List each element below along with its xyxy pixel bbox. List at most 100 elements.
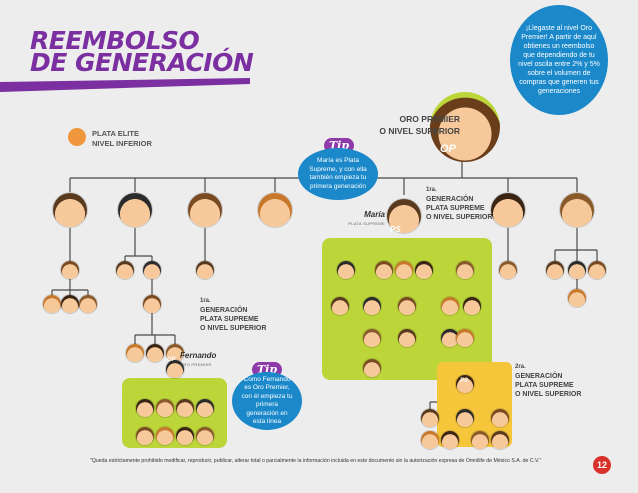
- member-avatar: [196, 399, 214, 417]
- member-avatar: [375, 261, 393, 279]
- generation-label-second: 2ra. GENERACIÓN PLATA SUPREME O NIVEL SU…: [515, 363, 581, 399]
- gen-c-line-4: O NIVEL SUPERIOR: [515, 391, 582, 398]
- member-avatar: [398, 297, 416, 315]
- member-avatar: [421, 431, 439, 449]
- footer-disclaimer: "Queda estrictamente prohibido modificar…: [90, 458, 542, 464]
- tip-1-bubble: María es Plata Supreme, y con ella tambi…: [298, 148, 378, 200]
- maria-name: María PLATA SUPREME: [330, 210, 385, 228]
- member-avatar: [116, 261, 134, 279]
- top-node-label-2: O NIVEL SUPERIOR: [379, 126, 460, 136]
- member-avatar: [143, 295, 161, 313]
- title-underline-stripe: [0, 78, 250, 92]
- gen-c-ordinal: 2ra.: [515, 364, 526, 370]
- member-avatar: [471, 431, 489, 449]
- member-avatar: [363, 297, 381, 315]
- member-avatar: [499, 261, 517, 279]
- member-avatar: [456, 261, 474, 279]
- member-avatar: [143, 261, 161, 279]
- member-avatar: [441, 329, 459, 347]
- member-avatar: [118, 193, 152, 227]
- member-avatar: [456, 329, 474, 347]
- fernando-level: ORO PREMIER: [180, 362, 212, 367]
- member-avatar: [491, 409, 509, 427]
- member-avatar: [53, 193, 87, 227]
- page-title: REEMBOLSO DE GENERACIÓN: [30, 26, 254, 77]
- member-avatar: [258, 193, 292, 227]
- gen-b-line-2: GENERACIÓN: [200, 307, 248, 314]
- member-avatar: [363, 359, 381, 377]
- member-avatar: [176, 399, 194, 417]
- gen-c-line-3: PLATA SUPREME: [515, 382, 574, 389]
- gen-a-line-3: PLATA SUPREME: [426, 205, 485, 212]
- gen-b-ordinal: 1ra.: [200, 298, 211, 304]
- fernando-badge: OP: [167, 357, 176, 363]
- top-node-avatar: [430, 92, 500, 162]
- member-avatar: [415, 261, 433, 279]
- yellow-group-badge: PS: [460, 378, 469, 384]
- member-avatar: [387, 199, 421, 233]
- member-avatar: [441, 297, 459, 315]
- top-node-badge: OP: [440, 143, 456, 155]
- title-line-1: REEMBOLSO: [30, 26, 200, 55]
- generation-label-fernando: 1ra. GENERACIÓN PLATA SUPREME O NIVEL SU…: [200, 297, 266, 333]
- member-avatar: [146, 344, 164, 362]
- member-avatar: [196, 427, 214, 445]
- top-bubble-text: ¡Llegaste al nivel Oro Premier! A partir…: [518, 25, 600, 95]
- member-avatar: [398, 329, 416, 347]
- member-avatar: [166, 344, 184, 362]
- member-avatar: [188, 193, 222, 227]
- member-avatar: [156, 399, 174, 417]
- member-avatar: [43, 295, 61, 313]
- legend-swatch: [68, 128, 86, 146]
- member-avatar: [79, 295, 97, 313]
- legend-text: PLATA ELITE NIVEL INFERIOR: [92, 129, 152, 149]
- member-avatar: [176, 427, 194, 445]
- tip-1-text: María es Plata Supreme, y con ella tambi…: [309, 157, 367, 190]
- maria-name-text: María: [364, 210, 385, 219]
- member-avatar: [441, 431, 459, 449]
- gen-c-line-2: GENERACIÓN: [515, 373, 563, 380]
- member-avatar: [156, 427, 174, 445]
- member-avatar: [568, 289, 586, 307]
- member-avatar: [363, 329, 381, 347]
- fernando-name-text: Fernando: [180, 351, 217, 360]
- member-avatar: [463, 297, 481, 315]
- member-avatar: [61, 295, 79, 313]
- member-avatar: [196, 261, 214, 279]
- member-avatar: [560, 193, 594, 227]
- member-avatar: [61, 261, 79, 279]
- member-avatar: [136, 427, 154, 445]
- member-avatar: [337, 261, 355, 279]
- tip-2-bubble: Como Fernando es Oro Premier, con él emp…: [232, 372, 302, 430]
- member-avatar: [456, 409, 474, 427]
- title-line-2: DE GENERACIÓN: [30, 48, 254, 77]
- page-number: 12: [593, 456, 611, 474]
- member-avatar: [331, 297, 349, 315]
- legend-line-1: PLATA ELITE: [92, 129, 139, 138]
- member-avatar: [126, 344, 144, 362]
- top-speech-bubble: ¡Llegaste al nivel Oro Premier! A partir…: [510, 5, 608, 115]
- generation-label-maria: 1ra. GENERACIÓN PLATA SUPREME O NIVEL SU…: [426, 186, 492, 222]
- member-avatar: [588, 261, 606, 279]
- member-avatar: [136, 399, 154, 417]
- member-avatar: [456, 375, 474, 393]
- member-avatar: [166, 360, 184, 378]
- top-node-label-1: ORO PREMIER: [399, 114, 460, 124]
- gen-a-line-4: O NIVEL SUPERIOR: [426, 214, 493, 221]
- gen-a-line-2: GENERACIÓN: [426, 196, 474, 203]
- fernando-name: Fernando ORO PREMIER: [180, 351, 234, 369]
- top-node-label: ORO PREMIER O NIVEL SUPERIOR: [345, 113, 460, 137]
- maria-badge: PS: [390, 225, 401, 234]
- member-avatar: [395, 261, 413, 279]
- gen-a-ordinal: 1ra.: [426, 187, 437, 193]
- gen-b-line-4: O NIVEL SUPERIOR: [200, 325, 267, 332]
- member-avatar: [421, 409, 439, 427]
- member-avatar: [546, 261, 564, 279]
- gen-b-line-3: PLATA SUPREME: [200, 316, 259, 323]
- member-avatar: [491, 431, 509, 449]
- member-avatar: [491, 193, 525, 227]
- member-avatar: [568, 261, 586, 279]
- maria-level: PLATA SUPREME: [348, 221, 385, 226]
- legend-line-2: NIVEL INFERIOR: [92, 139, 152, 148]
- tip-2-text: Como Fernando es Oro Premier, con él emp…: [241, 375, 293, 426]
